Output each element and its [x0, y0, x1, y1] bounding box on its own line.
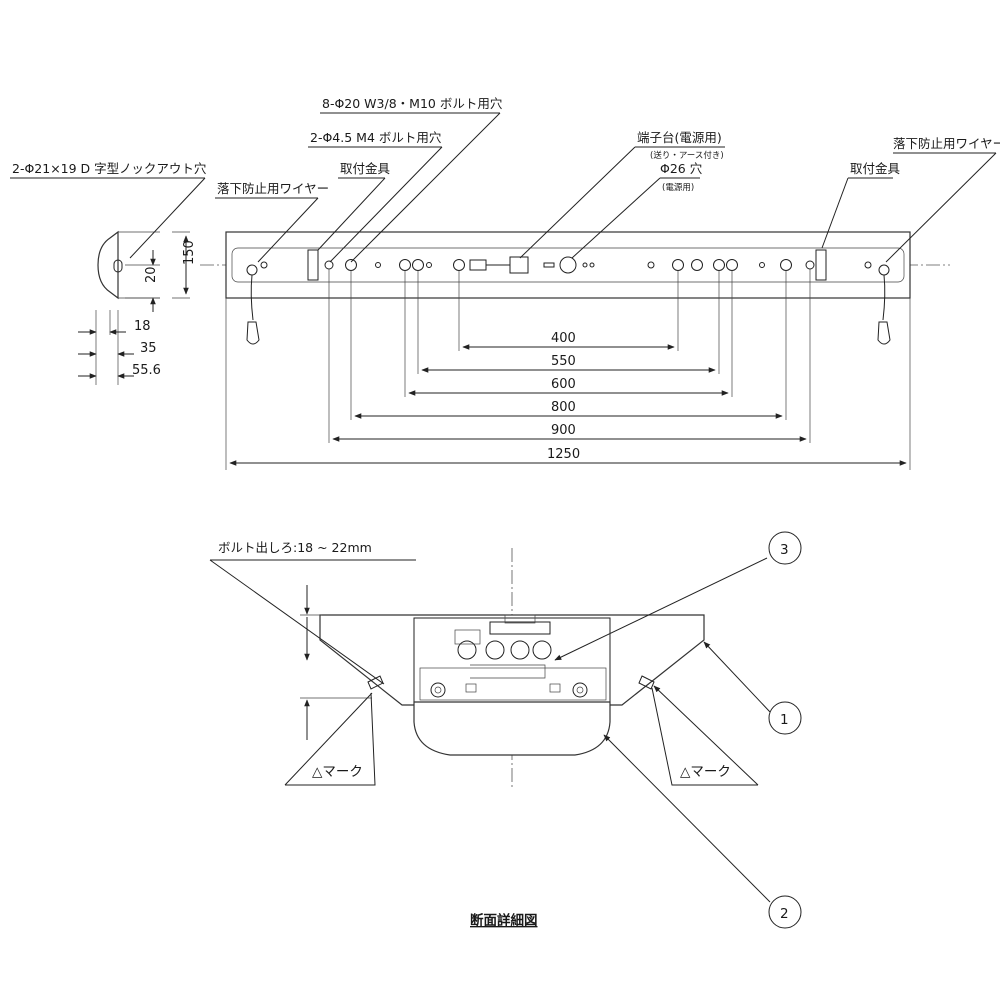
label-wire-right: 落下防止用ワイヤー	[893, 136, 1000, 151]
label-phi26-sub: (電源用)	[662, 183, 694, 193]
top-view: 8-Φ20 W3/8・M10 ボルト用穴 2-Φ4.5 M4 ボルト用穴 2-Φ…	[10, 96, 1000, 470]
dim-550: 550	[551, 354, 576, 369]
label-terminal: 端子台(電源用)	[637, 130, 722, 145]
label-mark-left: △マーク	[312, 764, 363, 780]
safety-wire-left	[246, 264, 260, 345]
dim-20: 20	[144, 266, 159, 283]
fixture-channel	[231, 247, 905, 283]
callout-1: 1	[703, 641, 802, 735]
safety-wire-right	[877, 264, 891, 345]
label-m4-holes: 2-Φ4.5 M4 ボルト用穴	[310, 130, 442, 145]
section-title: 断面詳細図	[470, 912, 538, 929]
dim-900: 900	[551, 423, 576, 438]
span-dimensions	[225, 269, 911, 470]
side-dimensions	[78, 231, 190, 385]
diffuser	[413, 701, 611, 756]
callout-2: 2	[603, 734, 802, 929]
phi26-hole	[559, 256, 577, 274]
dim-55-6: 55.6	[132, 363, 161, 378]
dim-800: 800	[551, 400, 576, 415]
label-bolt-protrusion: ボルト出しろ:18 ~ 22mm	[218, 540, 372, 555]
internal-components	[419, 614, 607, 701]
leader-lines	[10, 112, 997, 263]
callout-3-number: 3	[780, 542, 789, 558]
dim-18: 18	[134, 319, 151, 334]
dim-600: 600	[551, 377, 576, 392]
mark-leaders	[284, 685, 759, 786]
label-wire-left: 落下防止用ワイヤー	[217, 181, 329, 196]
label-mark-right: △マーク	[680, 764, 731, 780]
label-terminal-sub: (送り・アース付き)	[650, 150, 724, 161]
dim-1250: 1250	[547, 447, 580, 462]
mark-tab-right	[638, 675, 655, 690]
dim-400: 400	[551, 331, 576, 346]
callout-2-number: 2	[780, 906, 789, 922]
dim-150: 150	[182, 240, 197, 265]
label-fixture-right: 取付金具	[850, 161, 901, 176]
label-phi26: Φ26 穴	[660, 161, 703, 176]
callout-3: 3	[554, 531, 802, 661]
bracket-right	[815, 249, 827, 281]
bracket-left	[307, 249, 319, 281]
terminal-block	[469, 256, 555, 274]
label-fixture-left: 取付金具	[340, 161, 391, 176]
section-view: ボルト出しろ:18 ~ 22mm △マーク △マーク 3 1 2 断面詳細図	[209, 531, 802, 929]
label-knockout: 2-Φ21×19 D 字型ノックアウト穴	[12, 161, 207, 176]
dim-35: 35	[140, 341, 157, 356]
label-bolt-holes: 8-Φ20 W3/8・M10 ボルト用穴	[322, 96, 503, 111]
housing	[319, 614, 705, 706]
bolt-dims	[209, 559, 416, 740]
fixture-body	[225, 231, 911, 299]
callout-1-number: 1	[780, 712, 789, 728]
